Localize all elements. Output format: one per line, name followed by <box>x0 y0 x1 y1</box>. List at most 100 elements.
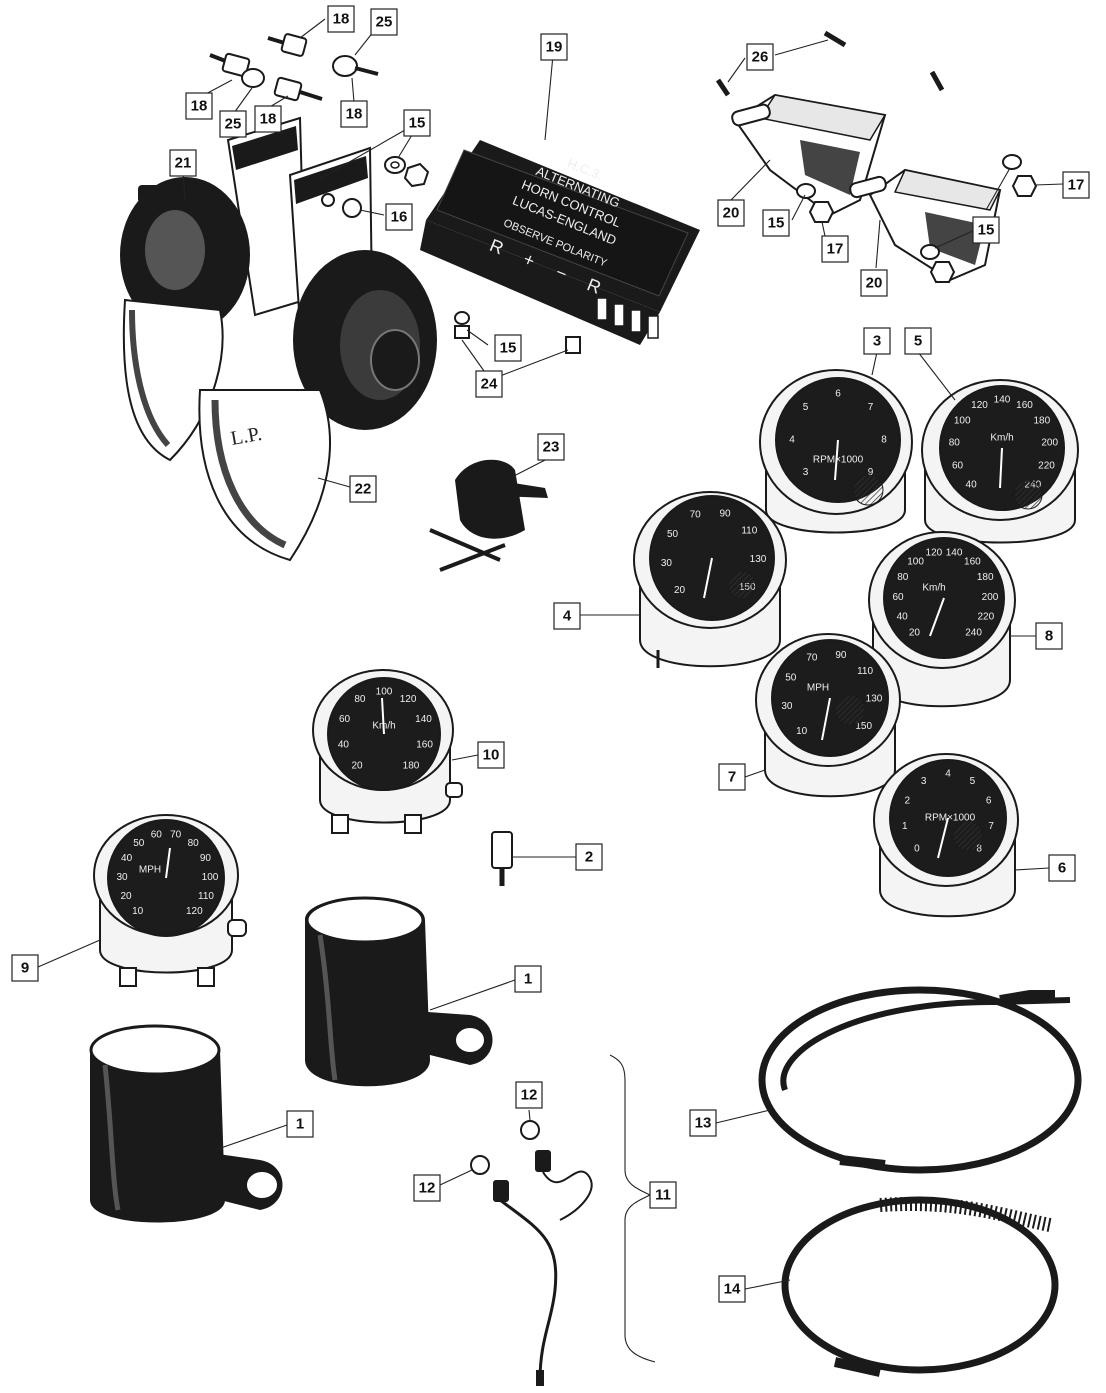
speedo-8-tick-label: 100 <box>907 556 924 567</box>
svg-text:15: 15 <box>409 115 426 132</box>
svg-text:17: 17 <box>827 241 844 258</box>
svg-text:15: 15 <box>768 215 785 232</box>
tachometer-3-tick-label: 3 <box>803 467 809 478</box>
drive-cable-13 <box>758 986 1082 1174</box>
svg-text:18: 18 <box>333 11 350 28</box>
stud-screw-18-middle <box>273 76 323 102</box>
svg-text:17: 17 <box>1068 177 1085 194</box>
bracket-11 <box>609 1054 656 1363</box>
speedo-8-tick-label: 220 <box>977 612 994 623</box>
speedo-10-tick-label: 20 <box>351 761 363 772</box>
speedo-10-tick-label: 100 <box>376 687 393 698</box>
callout-25-left: 25 <box>219 110 247 138</box>
speedo-10-tick-label: 140 <box>415 714 432 725</box>
svg-text:15: 15 <box>500 340 517 357</box>
speedo-4-tick-label: 50 <box>667 529 679 540</box>
callout-15-relay-left: 15 <box>762 209 790 237</box>
stud-screw-18-top <box>267 33 308 57</box>
svg-text:18: 18 <box>260 111 277 128</box>
callout-15-horn: 15 <box>403 109 431 137</box>
callout-1-lower: 1 <box>286 1110 314 1138</box>
callout-17-lower: 17 <box>821 235 849 263</box>
tachometer-6-tick-label: 8 <box>976 844 982 855</box>
speedo-9-tick-label: 30 <box>116 872 128 883</box>
relay-screws-and-nuts <box>715 30 1038 283</box>
leader-lines <box>37 18 1064 1290</box>
callout-25-top: 25 <box>370 8 398 36</box>
callout-12-upper: 12 <box>515 1081 543 1109</box>
callout-26: 26 <box>746 43 774 71</box>
tachometer-6-tick-label: 6 <box>986 796 992 807</box>
svg-text:4: 4 <box>563 608 572 625</box>
speedo-10-tick-label: 180 <box>403 761 420 772</box>
svg-text:14: 14 <box>724 1281 741 1298</box>
tachometer-3-tick-label: 9 <box>868 467 874 478</box>
speedo-8-tick-label: 60 <box>892 592 904 603</box>
speedo-10-tick-label: 80 <box>354 694 366 705</box>
svg-text:20: 20 <box>723 205 740 222</box>
speedo-7-tick-label: 110 <box>857 666 873 677</box>
svg-text:18: 18 <box>191 98 208 115</box>
callouts: 18 25 18 25 18 18 19 15 16 21 22 15 24 2… <box>11 5 1090 1303</box>
speedo-5-tick-label: 160 <box>1016 400 1033 411</box>
speedo-8-tick-label: 80 <box>897 572 909 583</box>
relay-20-lower <box>849 168 1002 282</box>
callout-12-lower: 12 <box>413 1174 441 1202</box>
tachometer-3-tick-label: 8 <box>881 435 887 446</box>
speedo-4-tick-label: 110 <box>741 526 757 537</box>
speedo-5-tick-label: 80 <box>949 438 961 449</box>
callout-9: 9 <box>11 954 39 982</box>
tachometer-6-label: RPM×1000 <box>925 813 976 824</box>
speedo-7-tick-label: 150 <box>855 721 872 732</box>
callout-18-top: 18 <box>327 5 355 33</box>
speedo-5-tick-label: 140 <box>994 395 1011 406</box>
svg-text:22: 22 <box>355 481 372 498</box>
svg-text:12: 12 <box>419 1180 436 1197</box>
speedo-8-tick-label: 40 <box>897 612 909 623</box>
tachometer-3-tick-label: 5 <box>803 402 809 413</box>
callout-16: 16 <box>385 203 413 231</box>
speedo-8-tick-label: 160 <box>964 556 981 567</box>
speedometer-9-label: MPH <box>139 865 161 876</box>
speedo-8-tick-label: 240 <box>965 628 982 639</box>
speedo-5-tick-label: 100 <box>954 416 971 427</box>
tachometer-6-tick-label: 4 <box>945 769 951 780</box>
speedo-7-tick-label: 70 <box>806 652 818 663</box>
svg-text:8: 8 <box>1045 628 1053 645</box>
horn-regulator-19: H.C.3. ALTERNATING HORN CONTROL LUCAS-EN… <box>420 140 700 345</box>
speedometer-4: 2030507090110130150 <box>633 491 787 668</box>
relay-20-upper <box>731 93 887 217</box>
bulb-holder-11 <box>470 1120 593 1386</box>
tachometer-6-tick-label: 0 <box>914 844 920 855</box>
svg-text:9: 9 <box>21 960 29 977</box>
drive-cable-14 <box>781 1196 1059 1377</box>
speedo-7-tick-label: 90 <box>835 650 847 661</box>
speedo-4-tick-label: 130 <box>750 554 767 565</box>
svg-text:1: 1 <box>296 1116 304 1133</box>
speedo-9-tick-label: 10 <box>132 906 144 917</box>
callout-14: 14 <box>718 1275 746 1303</box>
svg-text:19: 19 <box>546 39 563 56</box>
svg-text:18: 18 <box>346 106 363 123</box>
callout-19: 19 <box>540 33 568 61</box>
washer-nut-15-24 <box>454 311 581 354</box>
regulator-terminals <box>596 297 659 339</box>
speedo-5-tick-label: 40 <box>966 479 978 490</box>
svg-text:7: 7 <box>728 769 736 786</box>
stud-screw-25-right <box>332 55 379 77</box>
horn-assembly: L.P. <box>120 116 437 562</box>
washer-15-top <box>384 156 406 174</box>
speedo-9-tick-label: 50 <box>133 838 145 849</box>
speedo-9-tick-label: 100 <box>202 872 219 883</box>
speedo-8-tick-label: 20 <box>909 628 921 639</box>
speedo-4-tick-label: 20 <box>674 585 686 596</box>
tachometer-6-tick-label: 3 <box>921 776 927 787</box>
callout-18-left: 18 <box>185 92 213 120</box>
mounting-cup-1-upper <box>305 896 493 1087</box>
callout-6: 6 <box>1048 854 1076 882</box>
tachometer-3-label: RPM×1000 <box>813 455 864 466</box>
